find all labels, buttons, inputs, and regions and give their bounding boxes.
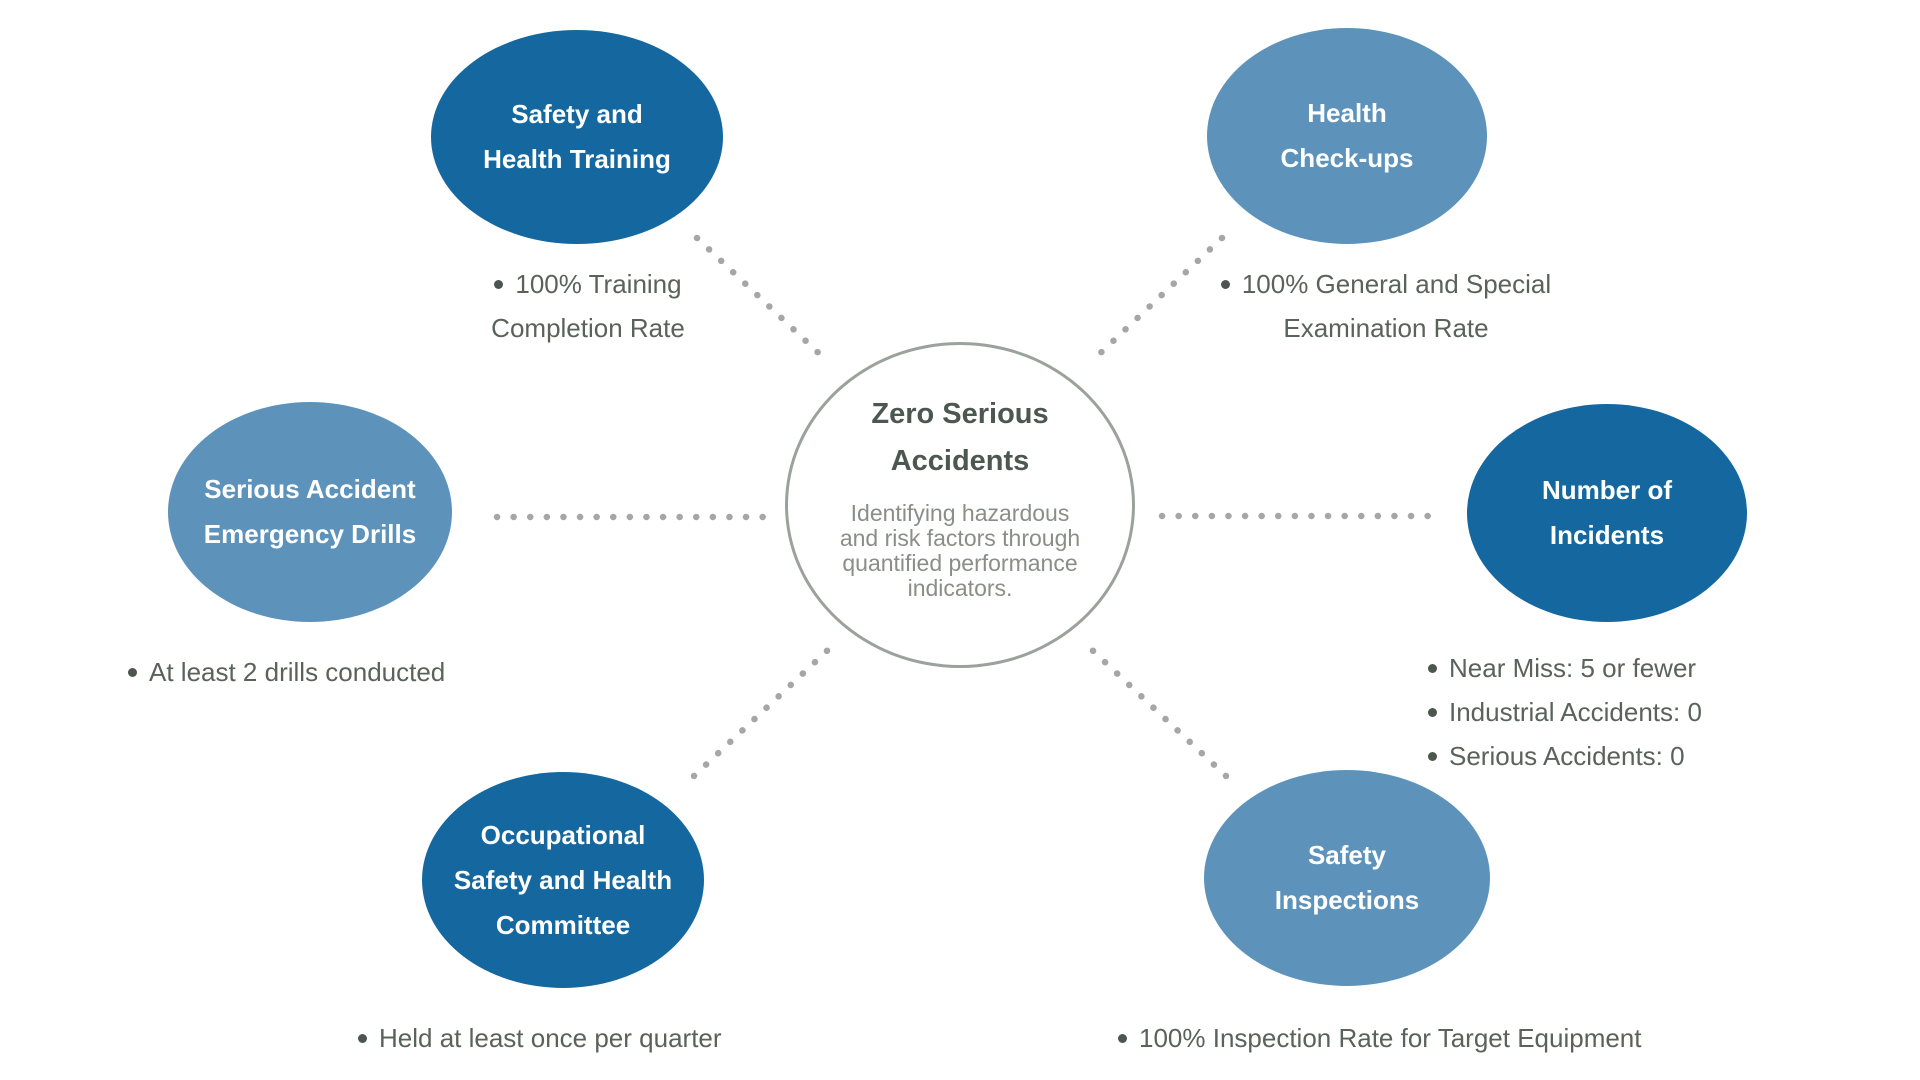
metric-text: Serious Accidents: 0 [1449,741,1685,771]
metric-occupational-safety-health-committee: Held at least once per quarter [358,1016,878,1060]
metric-text: Held at least once per quarter [379,1023,722,1053]
center-description: Identifying hazardous and risk factors t… [840,501,1080,601]
node-label-line: Inspections [1274,885,1420,915]
node-label-line: Incidents [1549,520,1665,550]
metric-text: 100% Training [515,269,682,299]
node-label-line: Check-ups [1280,143,1414,173]
metric-text: Examination Rate [1283,313,1489,343]
bullet-dot-icon [1220,280,1230,290]
node-number-of-incidents: Number of Incidents [1467,404,1747,622]
center-description-line: and risk factors through [839,525,1081,551]
node-label-line: Committee [495,909,631,940]
bullet-dot-icon [494,280,504,290]
metric-text: Industrial Accidents: 0 [1449,697,1702,727]
center-circle: Zero Serious Accidents Identifying hazar… [785,342,1135,668]
node-label-line: Number of [1542,475,1672,505]
node-label-line: Health [1307,98,1387,128]
metric-text: 100% Inspection Rate for Target Equipmen… [1139,1023,1642,1053]
metric-serious-accident-emergency-drills: At least 2 drills conducted [128,650,648,694]
metric-number-of-incidents: Near Miss: 5 or fewer Industrial Acciden… [1428,646,1868,778]
metric-text: 100% General and Special [1241,269,1552,299]
center-title-line: Accidents [890,445,1030,477]
metric-safety-health-training: 100% Training Completion Rate [428,262,748,350]
node-health-check-ups: Health Check-ups [1207,28,1487,244]
bullet-dot-icon [1118,1034,1127,1044]
node-label-line: Occupational [480,819,646,850]
bullet-dot-icon [1428,752,1437,762]
bullet-dot-icon [358,1034,367,1044]
node-label-line: Emergency Drills [203,519,417,549]
node-safety-inspections: Safety Inspections [1204,770,1490,986]
node-label-line: Serious Accident [204,474,416,504]
center-description-line: Identifying hazardous [850,500,1070,526]
metric-text: At least 2 drills conducted [149,657,446,687]
connector-bottom-right [1086,644,1230,780]
bullet-dot-icon [128,668,137,678]
center-description-line: indicators. [907,575,1013,601]
metric-health-check-ups: 100% General and Special Examination Rat… [1176,262,1596,350]
node-serious-accident-emergency-drills: Serious Accident Emergency Drills [168,402,452,622]
node-label-line: Safety and [511,99,643,129]
node-occupational-safety-health-committee: Occupational Safety and Health Committee [422,772,704,988]
connector-bottom-left [690,644,834,780]
node-label-line: Health Training [483,144,671,174]
metric-text: Near Miss: 5 or fewer [1449,653,1697,683]
node-safety-health-training: Safety and Health Training [431,30,723,244]
center-title-line: Zero Serious [871,398,1049,430]
bullet-dot-icon [1428,708,1437,718]
metric-safety-inspections: 100% Inspection Rate for Target Equipmen… [1118,1016,1798,1060]
bullet-dot-icon [1428,664,1437,674]
node-label-line: Safety [1307,840,1387,870]
metric-text: Completion Rate [491,313,685,343]
center-description-line: quantified performance [842,550,1078,576]
node-label-line: Safety and Health [453,864,673,895]
